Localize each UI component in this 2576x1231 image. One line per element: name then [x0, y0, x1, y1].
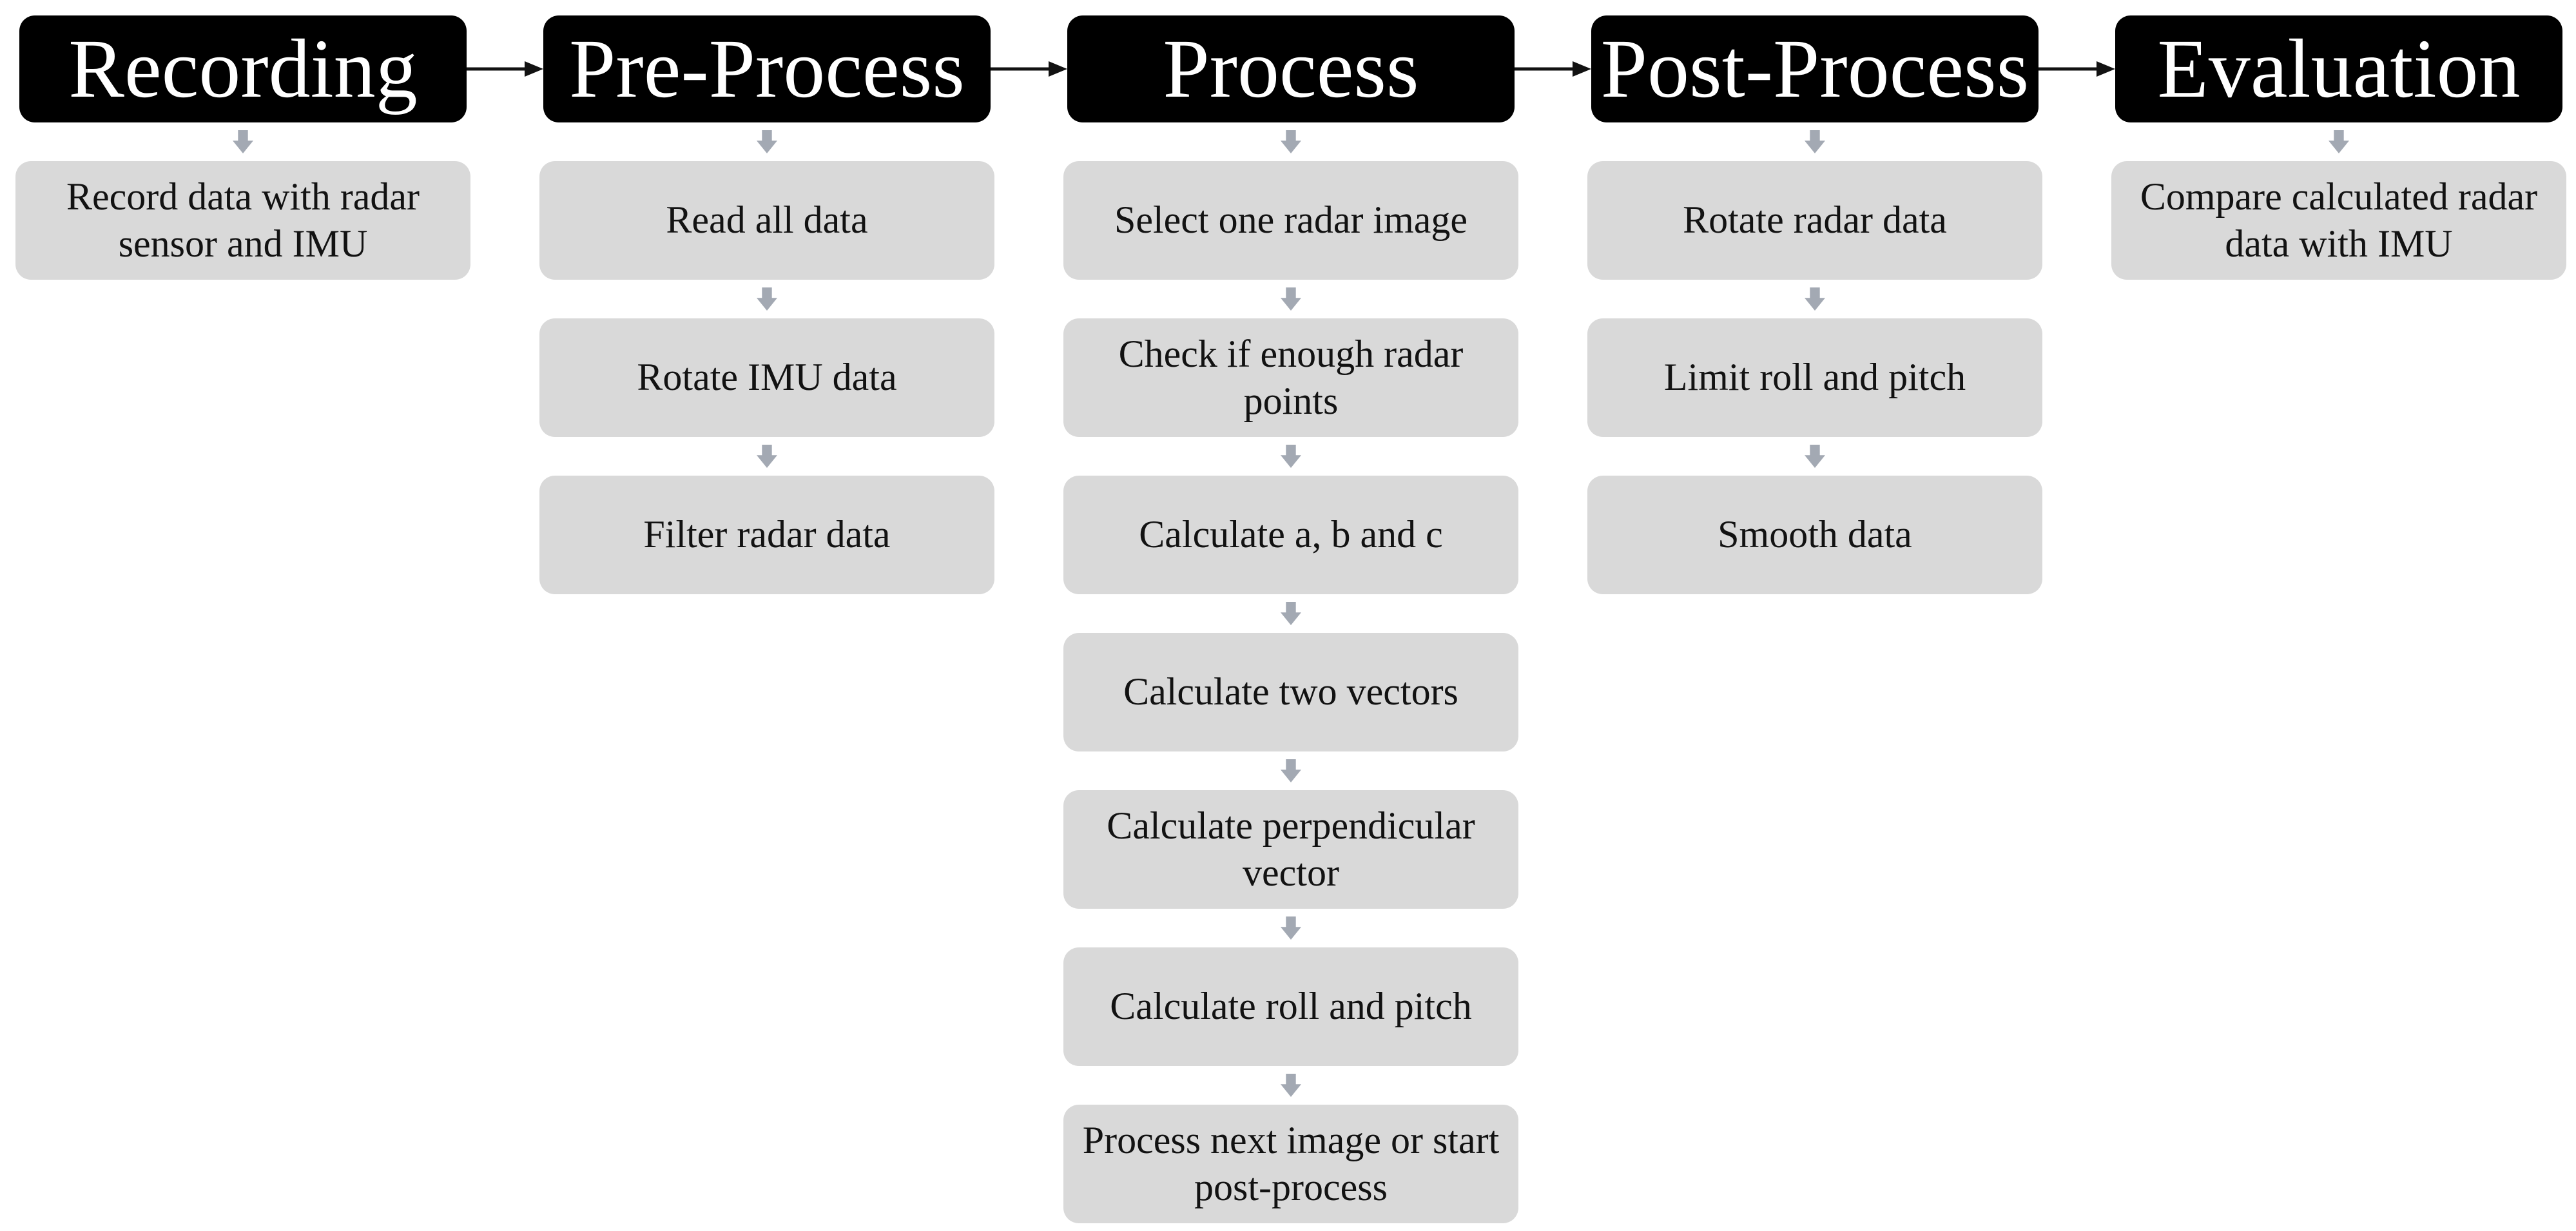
- step-box-pre-process-0: Read all data: [539, 161, 994, 280]
- step-label: Filter radar data: [643, 513, 891, 556]
- step-label: Check if enough radar points: [1118, 332, 1464, 422]
- arrow-down-icon: [757, 445, 777, 468]
- stage-title: Recording: [68, 23, 418, 115]
- arrow-down-icon: [1281, 916, 1301, 940]
- step-label: Process next image or start post-process: [1082, 1118, 1500, 1208]
- step-connector: [1063, 594, 1518, 633]
- flow-arrow-right-icon: [2039, 58, 2115, 80]
- flow-arrow-right-icon: [1515, 58, 1591, 80]
- step-box-recording-0: Record data with radar sensor and IMU: [15, 161, 470, 280]
- arrow-down-icon: [757, 130, 777, 153]
- step-connector: [2111, 122, 2566, 161]
- flow-arrow-right-icon: [991, 58, 1067, 80]
- arrow-down-icon: [233, 130, 253, 153]
- step-connector: [539, 280, 994, 318]
- arrow-down-icon: [1805, 287, 1825, 311]
- step-box-process-0: Select one radar image: [1063, 161, 1518, 280]
- step-label: Read all data: [666, 199, 868, 242]
- arrow-down-icon: [1281, 1074, 1301, 1097]
- stage-header-evaluation: Evaluation: [2115, 15, 2562, 122]
- step-label: Calculate perpendicular vector: [1107, 804, 1475, 894]
- step-connector: [539, 437, 994, 476]
- step-connector: [1587, 122, 2042, 161]
- stage-title: Evaluation: [2157, 23, 2521, 115]
- stage-header-pre-process: Pre-Process: [543, 15, 1067, 122]
- step-box-process-2: Calculate a, b and c: [1063, 476, 1518, 594]
- arrow-down-icon: [1281, 445, 1301, 468]
- stage-title: Process: [1163, 23, 1419, 115]
- flow-arrow-right-icon: [467, 58, 543, 80]
- step-label: Record data with radar sensor and IMU: [66, 175, 420, 265]
- stage-header-process: Process: [1067, 15, 1591, 122]
- step-connector: [1063, 122, 1518, 161]
- arrow-down-icon: [1281, 130, 1301, 153]
- step-label: Calculate roll and pitch: [1110, 985, 1472, 1028]
- step-label: Calculate a, b and c: [1139, 513, 1443, 556]
- step-box-pre-process-2: Filter radar data: [539, 476, 994, 594]
- stage-title: Post-Process: [1600, 23, 2029, 115]
- step-connector: [1063, 437, 1518, 476]
- step-connector: [1587, 437, 2042, 476]
- arrow-down-icon: [1281, 602, 1301, 625]
- step-connector: [539, 122, 994, 161]
- step-label: Rotate radar data: [1683, 199, 1947, 242]
- step-connector: [1063, 1066, 1518, 1105]
- step-label: Select one radar image: [1114, 199, 1468, 242]
- step-box-process-3: Calculate two vectors: [1063, 633, 1518, 751]
- step-connector: [1063, 280, 1518, 318]
- stage-header-post-process: Post-Process: [1591, 15, 2115, 122]
- arrow-down-icon: [1281, 287, 1301, 311]
- arrow-down-icon: [2329, 130, 2349, 153]
- step-box-post-process-0: Rotate radar data: [1587, 161, 2042, 280]
- step-box-post-process-2: Smooth data: [1587, 476, 2042, 594]
- step-box-process-4: Calculate perpendicular vector: [1063, 790, 1518, 909]
- step-label: Smooth data: [1718, 513, 1912, 556]
- stage-header-recording: Recording: [19, 15, 543, 122]
- stage-title: Pre-Process: [569, 23, 965, 115]
- step-label: Limit roll and pitch: [1663, 356, 1966, 399]
- step-label: Rotate IMU data: [637, 356, 897, 399]
- step-box-pre-process-1: Rotate IMU data: [539, 318, 994, 437]
- step-box-process-1: Check if enough radar points: [1063, 318, 1518, 437]
- step-label: Compare calculated radar data with IMU: [2140, 175, 2538, 265]
- step-connector: [1587, 280, 2042, 318]
- step-label: Calculate two vectors: [1123, 670, 1458, 713]
- step-box-process-5: Calculate roll and pitch: [1063, 947, 1518, 1066]
- step-connector: [1063, 909, 1518, 947]
- arrow-down-icon: [1281, 759, 1301, 782]
- step-box-process-6: Process next image or start post-process: [1063, 1105, 1518, 1223]
- step-box-evaluation-0: Compare calculated radar data with IMU: [2111, 161, 2566, 280]
- step-connector: [15, 122, 470, 161]
- arrow-down-icon: [1805, 130, 1825, 153]
- step-connector: [1063, 751, 1518, 790]
- step-box-post-process-1: Limit roll and pitch: [1587, 318, 2042, 437]
- arrow-down-icon: [1805, 445, 1825, 468]
- arrow-down-icon: [757, 287, 777, 311]
